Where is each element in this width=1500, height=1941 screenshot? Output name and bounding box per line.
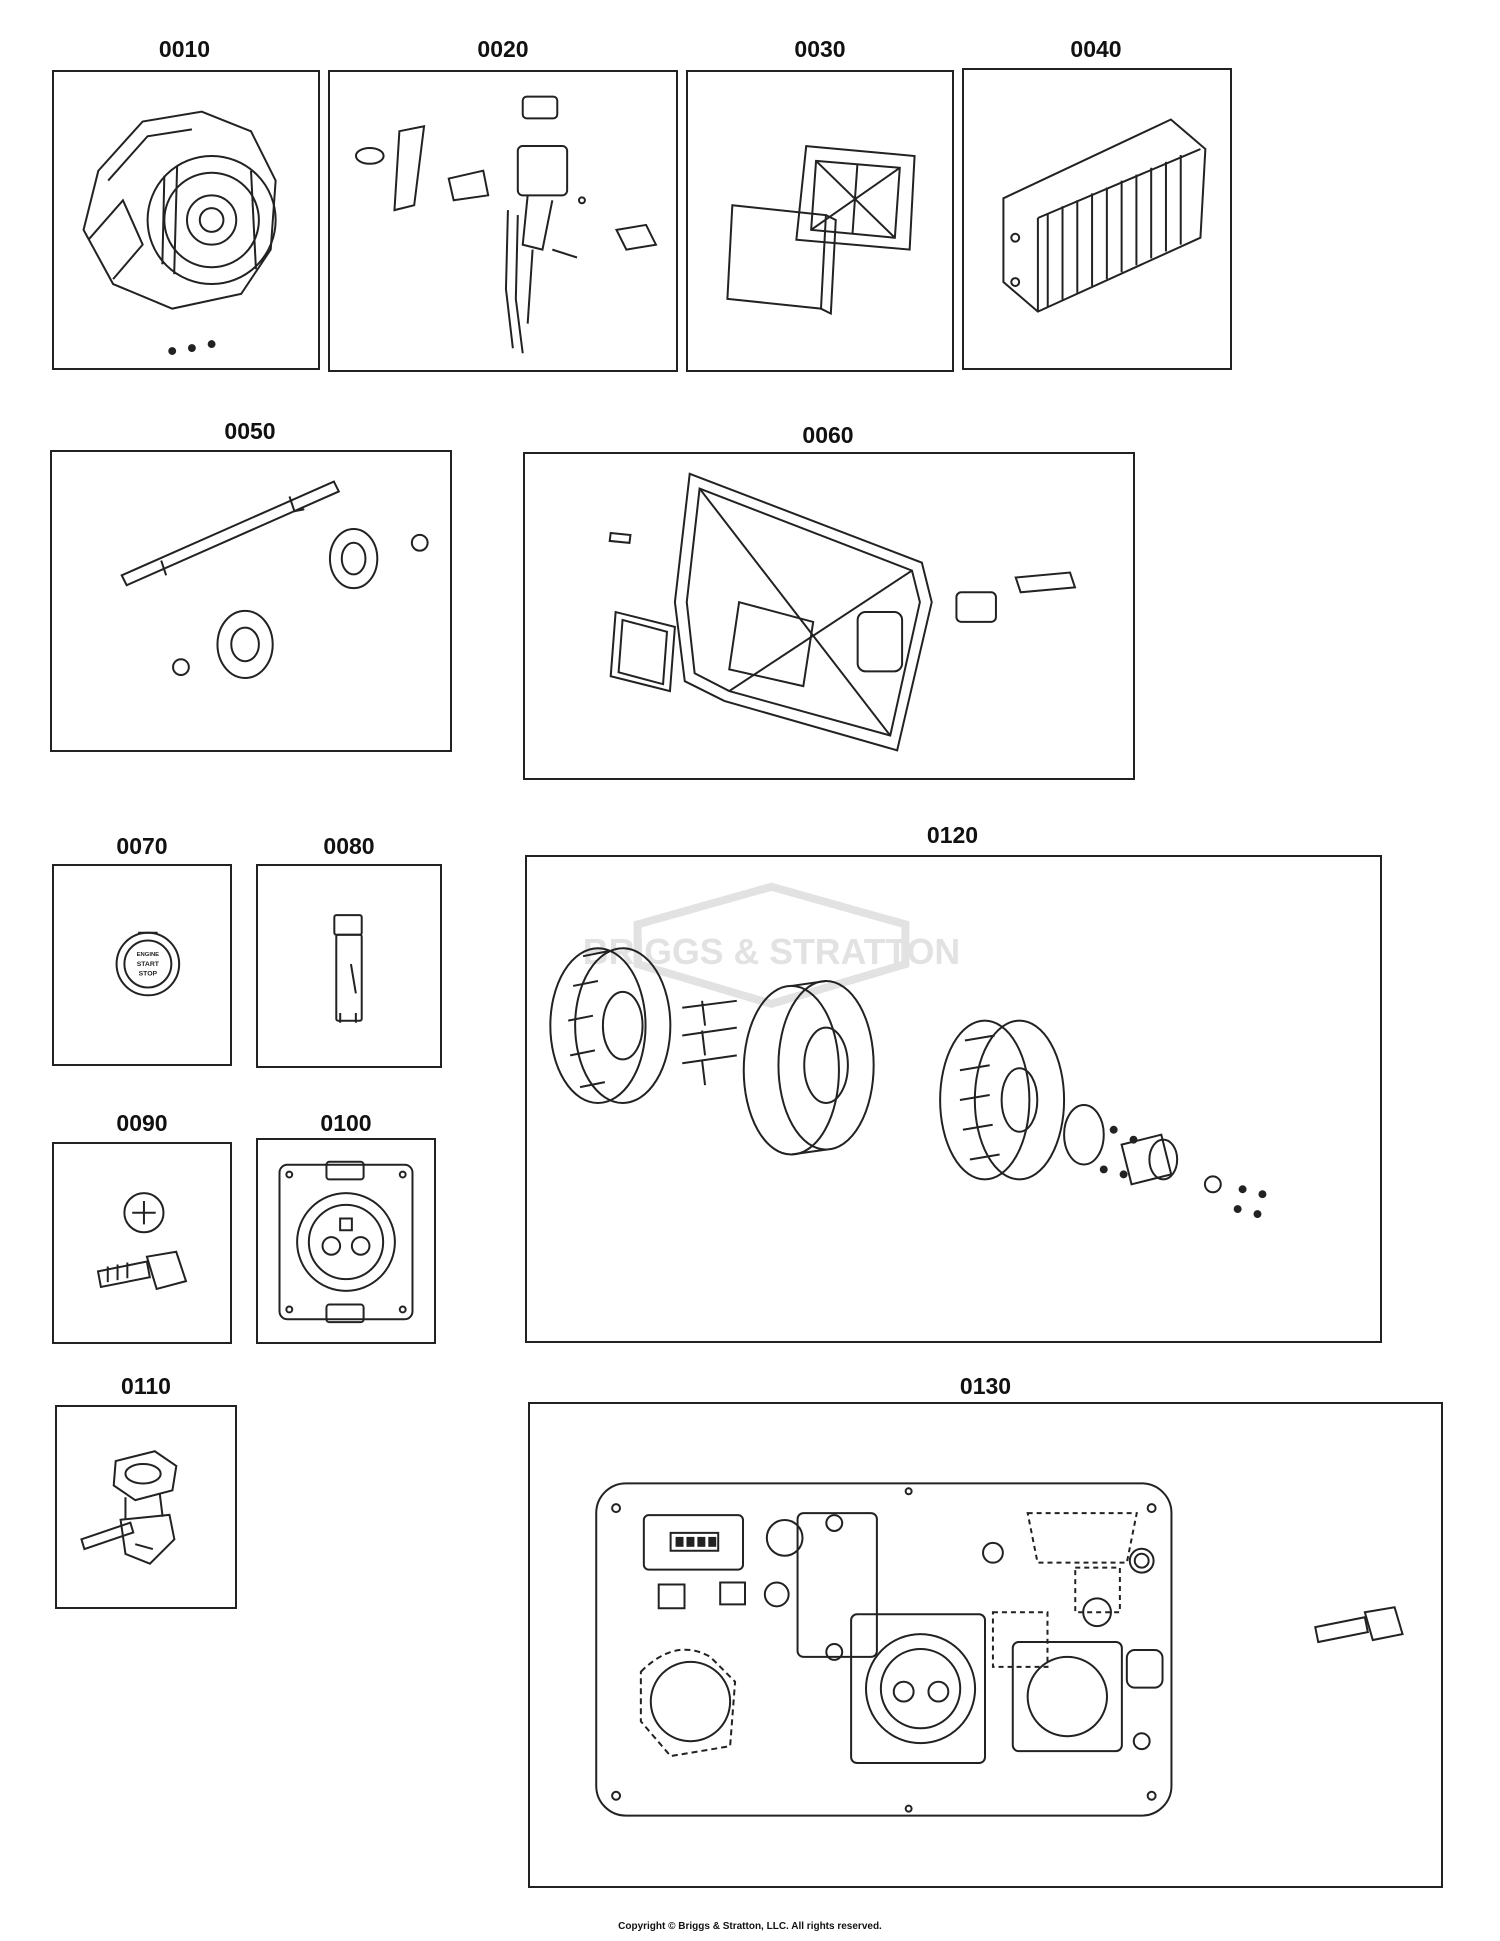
callout-0080: 0080	[323, 833, 375, 859]
control-panel-drawing	[530, 1404, 1441, 1886]
switch-drawing: ENGINE START STOP	[54, 866, 230, 1064]
side-panel-drawing	[525, 454, 1133, 778]
callout-0070: 0070	[116, 833, 168, 859]
callout-0100: 0100	[320, 1110, 372, 1136]
watermark-text: BRIGGS & STRATTON	[583, 932, 960, 972]
panel-0120-alternator[interactable]: BRIGGS & STRATTON	[525, 855, 1382, 1343]
fuel-valve-drawing	[57, 1407, 235, 1607]
copyright-notice: Copyright © Briggs & Stratton, LLC. All …	[618, 1921, 882, 1932]
callout-0050: 0050	[224, 418, 276, 444]
callout-0010: 0010	[158, 36, 211, 62]
panel-0130-control-panel[interactable]	[528, 1402, 1443, 1888]
carburetor-drawing	[330, 72, 676, 370]
alternator-drawing: BRIGGS & STRATTON	[527, 857, 1267, 1219]
callout-0060: 0060	[802, 422, 854, 448]
inverter-module-drawing	[964, 70, 1230, 368]
panel-0050-wheel-kit[interactable]	[50, 450, 452, 752]
air-filter-drawing	[688, 72, 952, 370]
recoil-starter-drawing	[54, 72, 318, 355]
briggs-watermark-logo	[638, 887, 906, 1004]
callout-0020: 0020	[477, 36, 529, 62]
panel-0070-switch[interactable]: ENGINE START STOP	[52, 864, 232, 1066]
callout-0120: 0120	[926, 822, 979, 848]
panel-0090-key-switch[interactable]	[52, 1142, 232, 1344]
panel-0110-fuel-valve[interactable]	[55, 1405, 237, 1609]
circuit-breaker-drawing	[258, 866, 440, 1066]
switch-engine-text: ENGINE	[137, 952, 160, 958]
panel-0080-circuit-breaker[interactable]	[256, 864, 442, 1068]
callout-0110: 0110	[121, 1373, 171, 1399]
panel-0020-carburetor[interactable]	[328, 70, 678, 372]
switch-stop-text: STOP	[139, 971, 158, 978]
panel-0010-recoil-starter[interactable]	[52, 70, 320, 370]
callout-0090: 0090	[116, 1110, 168, 1136]
callout-0130: 0130	[959, 1373, 1012, 1399]
key-switch-drawing	[54, 1144, 230, 1342]
panel-0040-inverter-module[interactable]	[962, 68, 1232, 370]
wheel-kit-drawing	[52, 452, 450, 750]
panel-0060-side-panel[interactable]	[523, 452, 1135, 780]
outlet-drawing	[258, 1140, 434, 1342]
callout-0040: 0040	[1070, 36, 1122, 62]
panel-0030-air-filter[interactable]	[686, 70, 954, 372]
switch-start-text: START	[137, 961, 160, 968]
panel-0100-outlet[interactable]	[256, 1138, 436, 1344]
callout-0030: 0030	[794, 36, 846, 62]
